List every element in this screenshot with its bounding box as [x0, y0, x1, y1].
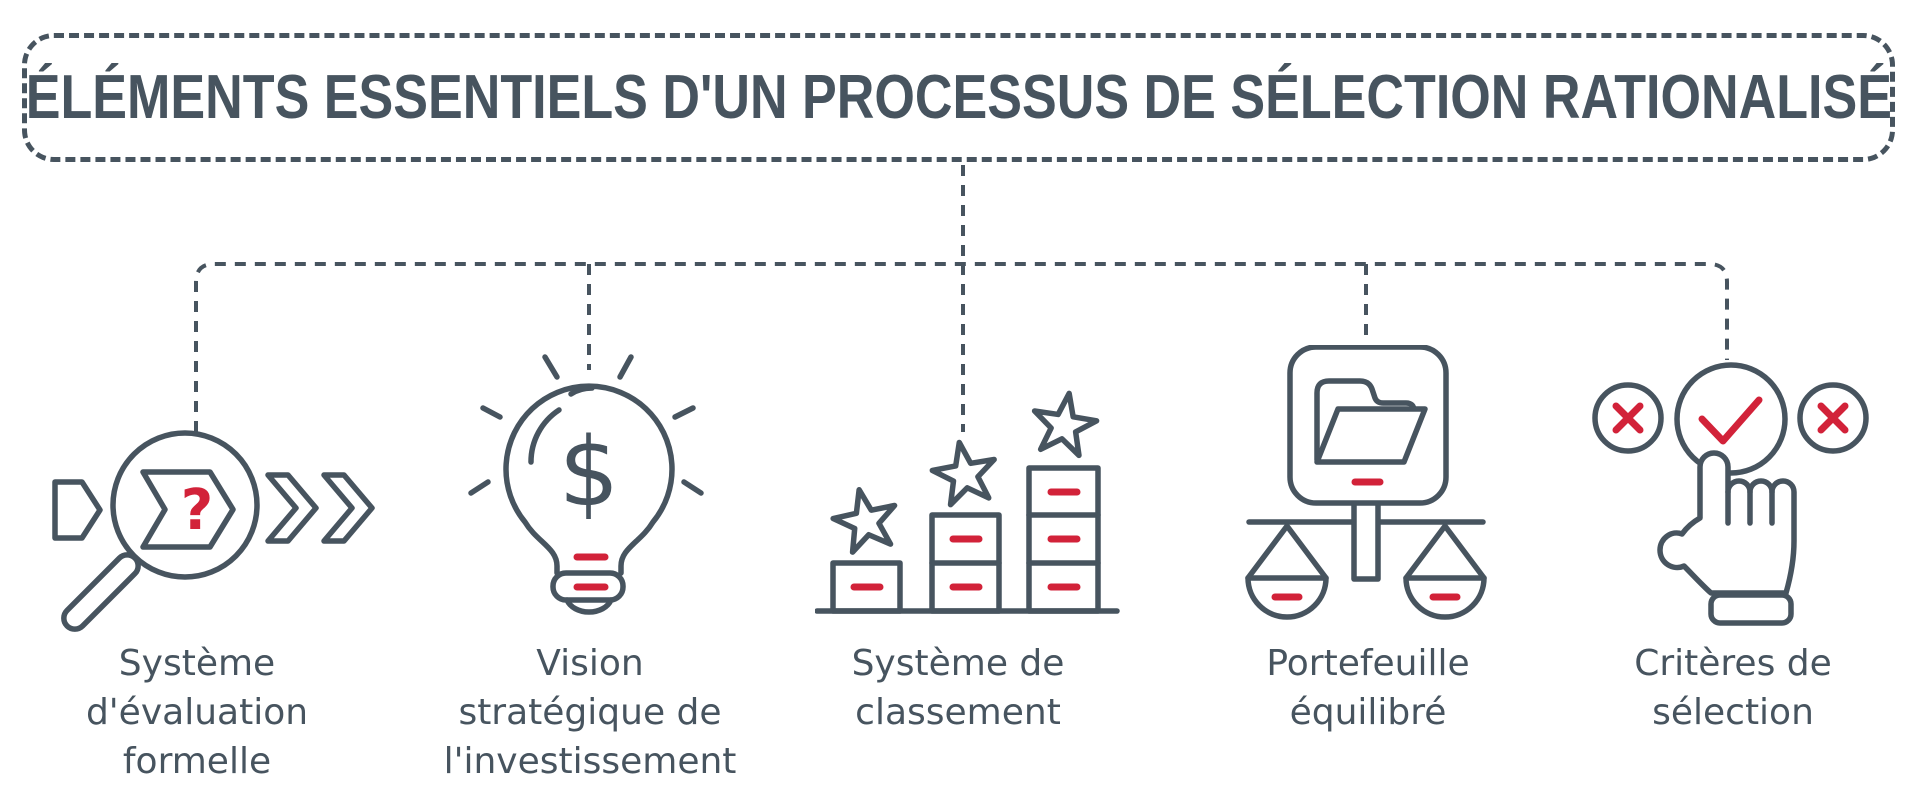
question-mark-glyph: ? [181, 478, 213, 543]
lightbulb-dollar-icon: $ [468, 354, 704, 615]
check-mark [1698, 396, 1763, 445]
label-ranking-system: Système de classement [851, 643, 1065, 733]
scale-left-pan [1245, 523, 1329, 620]
folder-balance-scale-icon [1245, 345, 1487, 620]
check-circle [1674, 362, 1788, 476]
label-selection-criteria: Critères de sélection [1634, 643, 1832, 733]
label-balanced-portfolio: Portefeuille équilibré [1266, 643, 1470, 733]
dollar-glyph: $ [559, 418, 619, 528]
label-formal-evaluation-system: Système d'évaluation formelle [85, 643, 309, 782]
ranking-bars-stars-icon [815, 390, 1120, 614]
title-dashed-box: ÉLÉMENTS ESSENTIELS D'UN PROCESSUS DE SÉ… [22, 33, 1895, 162]
cross-circle-left [1592, 382, 1664, 454]
magnifier-process-icon: ? [52, 430, 375, 632]
page-title: ÉLÉMENTS ESSENTIELS D'UN PROCESSUS DE SÉ… [25, 63, 1892, 132]
hand-check-cross-icon [1592, 362, 1869, 626]
cross-circle-right [1797, 382, 1869, 454]
label-strategic-investment-vision: Vision stratégique de l'investissement [443, 643, 737, 782]
scale-right-pan [1403, 523, 1487, 620]
